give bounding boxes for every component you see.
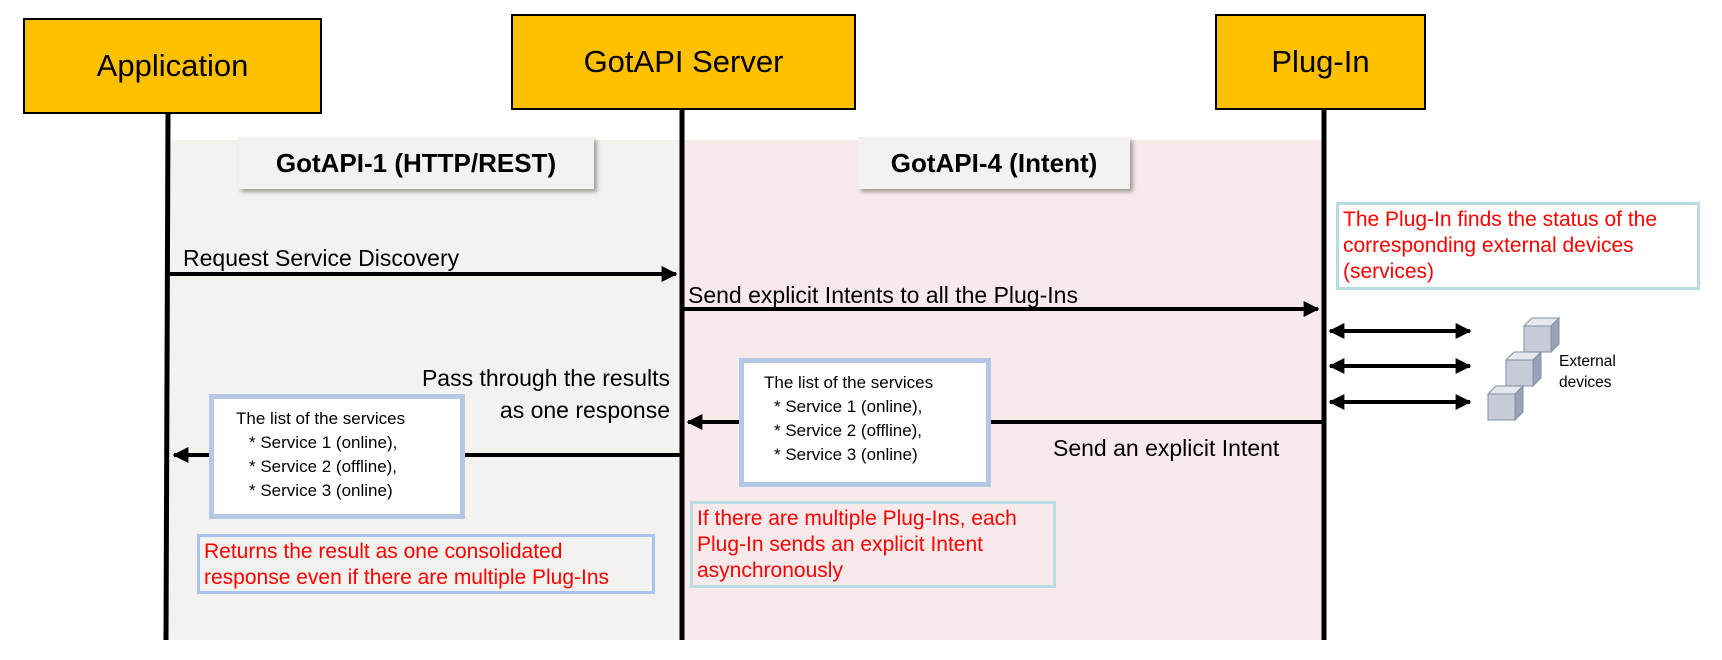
- note-plugin-status: The Plug-In finds the status of the corr…: [1336, 202, 1700, 290]
- lifeline-application: [163, 111, 171, 641]
- actor-application: Application: [23, 18, 322, 114]
- note-line: The Plug-In finds the status of the: [1343, 208, 1658, 231]
- note-line: (services): [1343, 260, 1435, 283]
- service-list-box-server: The list of the services * Service 1 (on…: [739, 358, 991, 487]
- message-request-service-discovery: Request Service Discovery: [183, 245, 460, 271]
- service-item: * Service 1 (online),: [774, 397, 923, 416]
- note-line: Returns the result as one consolidated: [204, 540, 563, 563]
- message-pass-through-line1: Pass through the results: [421, 365, 670, 391]
- service-item: * Service 3 (online): [774, 445, 918, 464]
- external-devices-label-line2: devices: [1559, 374, 1612, 391]
- note-line: If there are multiple Plug-Ins, each: [697, 507, 1017, 530]
- message-send-explicit-intents: Send explicit Intents to all the Plug-In…: [688, 282, 1078, 308]
- note-consolidated-response: Returns the result as one consolidated r…: [197, 534, 655, 594]
- message-send-an-explicit-intent: Send an explicit Intent: [1053, 435, 1280, 461]
- service-list-title: The list of the services: [764, 373, 934, 392]
- service-list-title: The list of the services: [236, 409, 406, 428]
- note-line: Plug-In sends an explicit Intent: [697, 533, 984, 556]
- cube-icon: [1504, 350, 1543, 388]
- service-item: * Service 1 (online),: [249, 433, 398, 452]
- service-item: * Service 2 (offline),: [774, 421, 923, 440]
- note-line: corresponding external devices: [1343, 234, 1634, 257]
- cube-icon: [1522, 316, 1561, 354]
- actor-plugin: Plug-In: [1215, 14, 1426, 110]
- message-pass-through-line2: as one response: [499, 397, 670, 423]
- service-item: * Service 3 (online): [249, 481, 393, 500]
- service-list-box-application: The list of the services * Service 1 (on…: [209, 394, 465, 519]
- service-item: * Service 2 (offline),: [249, 457, 398, 476]
- zone-gotapi1: [168, 140, 680, 640]
- interface-gotapi1-label: GotAPI-1 (HTTP/REST): [238, 137, 594, 189]
- cube-icon: [1486, 384, 1525, 422]
- note-line: asynchronously: [697, 559, 843, 582]
- interface-gotapi4-label: GotAPI-4 (Intent): [858, 137, 1130, 189]
- external-devices-label-line1: External: [1559, 353, 1616, 370]
- actor-gotapi-server: GotAPI Server: [511, 14, 856, 110]
- note-line: response even if there are multiple Plug…: [204, 566, 610, 589]
- note-multiple-plugins: If there are multiple Plug-Ins, each Plu…: [690, 501, 1056, 588]
